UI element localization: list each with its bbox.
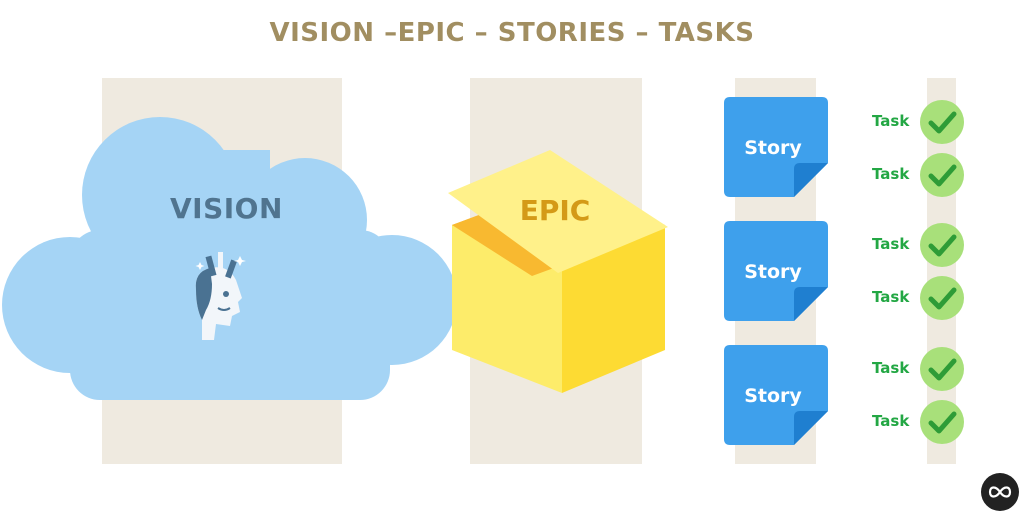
story-card <box>724 97 828 197</box>
check-icon <box>920 347 964 391</box>
creative-head-icon <box>195 252 246 340</box>
check-icon <box>920 223 964 267</box>
vision-cloud <box>2 117 457 400</box>
page-title: VISION –EPIC – STORIES – TASKS <box>269 18 755 48</box>
story-label: Story <box>744 385 802 407</box>
open-box-icon <box>448 150 668 393</box>
task-label: Task <box>872 235 910 253</box>
task-label: Task <box>872 288 910 306</box>
vision-label: VISION <box>170 192 283 225</box>
task-label: Task <box>872 359 910 377</box>
check-icon <box>920 276 964 320</box>
story-card <box>724 221 828 321</box>
check-icon <box>920 100 964 144</box>
story-label: Story <box>744 137 802 159</box>
check-icon <box>920 153 964 197</box>
story-card <box>724 345 828 445</box>
epic-label: EPIC <box>519 194 591 227</box>
story-label: Story <box>744 261 802 283</box>
task-label: Task <box>872 412 910 430</box>
task-label: Task <box>872 112 910 130</box>
check-icon <box>920 400 964 444</box>
task-label: Task <box>872 165 910 183</box>
infinity-logo-icon <box>981 473 1019 511</box>
